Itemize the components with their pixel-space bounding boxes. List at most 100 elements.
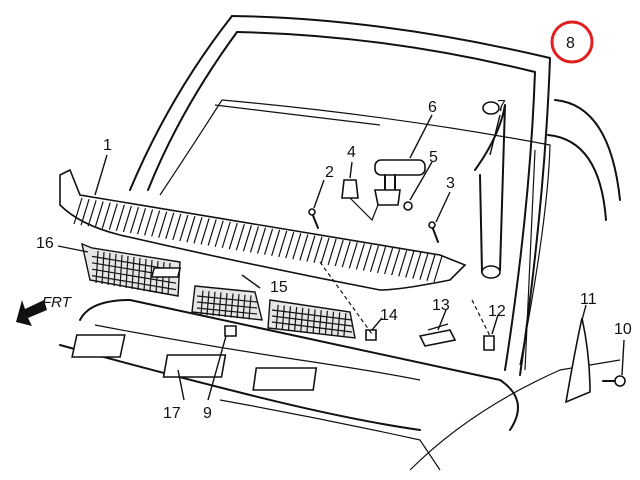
windshield-outer-frame (231, 15, 551, 376)
callout-2: 2 (325, 164, 334, 181)
callout-11: 11 (580, 291, 597, 308)
callout-9: 9 (203, 405, 212, 422)
cowl-rib (115, 204, 125, 231)
cowl-rib (80, 198, 90, 226)
grille-mesh-line (131, 256, 135, 290)
cowl-rib (108, 203, 118, 230)
grille-mesh-line (95, 250, 99, 284)
a-pillar (554, 99, 621, 201)
glass-left-edge (159, 99, 223, 196)
leader-1 (94, 154, 108, 196)
cowl-panel-ribs (73, 197, 443, 283)
plenum-opening-left (71, 334, 126, 358)
grille-mesh-line (91, 268, 177, 284)
seal-13 (418, 329, 457, 347)
plenum-inner (94, 324, 421, 381)
screw-2-head (308, 208, 316, 216)
cowl-rib (398, 250, 408, 277)
cowl-rib (136, 208, 147, 235)
cowl-rib (264, 228, 274, 255)
fastener-12 (483, 335, 495, 351)
cowl-rib (278, 230, 288, 258)
leader-9 (207, 335, 227, 401)
callout-10: 10 (614, 321, 632, 338)
cowl-rib (101, 202, 111, 229)
grille-mesh-line (196, 295, 258, 303)
callout-1: 1 (103, 137, 112, 154)
screw-10-head (614, 375, 626, 387)
leader-15 (241, 274, 261, 289)
cowl-rib (200, 218, 210, 245)
cowl-rib (306, 235, 316, 262)
screw-3-head (428, 221, 436, 229)
part-4-leader-v (349, 197, 379, 222)
leader-4 (349, 161, 353, 179)
cowl-rib (193, 217, 203, 244)
windshield-inner-frame (236, 31, 536, 371)
left-grille-screen (81, 242, 181, 297)
cowl-rib (292, 233, 302, 260)
plenum-outer (79, 299, 519, 431)
grille-mesh-line (113, 253, 117, 287)
callout-5: 5 (429, 149, 438, 166)
grille-mesh-line (271, 315, 353, 327)
cowl-rib (419, 253, 429, 280)
windshield-outer-left-edge (129, 15, 233, 191)
fastener-14-path (319, 261, 373, 335)
center-grille-screen (191, 285, 263, 321)
grille-mesh-line (91, 275, 177, 291)
seal-13-body (427, 323, 449, 331)
plenum-opening-right (252, 367, 318, 391)
cowl-rib (73, 197, 83, 225)
cowl-rib (285, 231, 295, 259)
part-5-screw (403, 201, 413, 211)
leader-16 (57, 245, 89, 253)
cowl-rib (165, 212, 175, 239)
fastener-14 (365, 329, 377, 341)
leader-11 (581, 304, 587, 321)
front-direction-label: FRT (42, 294, 73, 311)
reveal-molding-top (482, 101, 500, 115)
cowl-rib (94, 201, 104, 228)
cowl-rib (221, 221, 231, 249)
leader-7 (489, 114, 501, 156)
a-pillar-edge (524, 149, 536, 371)
plenum-front-edge (59, 344, 421, 431)
grille-mesh-line (196, 307, 258, 315)
mirror-mount-bar (214, 104, 381, 126)
cowl-rib (376, 246, 387, 274)
cowl-rib (405, 251, 415, 278)
cowl-rib (151, 210, 161, 237)
reveal-molding-bottom (481, 265, 501, 279)
cowl-rib (426, 254, 436, 282)
callout-17: 17 (163, 405, 181, 422)
grille-mesh-line (101, 251, 105, 285)
cowl-rib (391, 249, 401, 276)
glass-edge (221, 99, 551, 366)
grille-mesh-line (271, 321, 353, 333)
cowl-rib (256, 227, 267, 254)
cowl-rib (144, 209, 154, 236)
cowl-rib (271, 229, 281, 257)
leader-14 (371, 317, 383, 331)
cowl-rib (249, 226, 260, 253)
callout-15: 15 (270, 279, 288, 296)
a-pillar-inner (547, 134, 607, 221)
body-lower-edge (409, 359, 621, 471)
callout-12: 12 (488, 303, 506, 320)
cowl-panel (59, 168, 467, 291)
leader-12 (491, 314, 499, 335)
grille-mesh-line (149, 259, 153, 293)
leader-17 (177, 369, 185, 401)
cowl-rib (341, 241, 351, 268)
cowl-rib (207, 219, 217, 246)
cowl-rib (362, 244, 372, 271)
cowl-rib (327, 238, 337, 266)
grille-mesh-line (143, 258, 147, 292)
screw-3 (431, 225, 439, 243)
leader-5 (409, 161, 433, 201)
callout-8-highlight-ring (550, 20, 594, 64)
cowl-rib (87, 200, 97, 227)
